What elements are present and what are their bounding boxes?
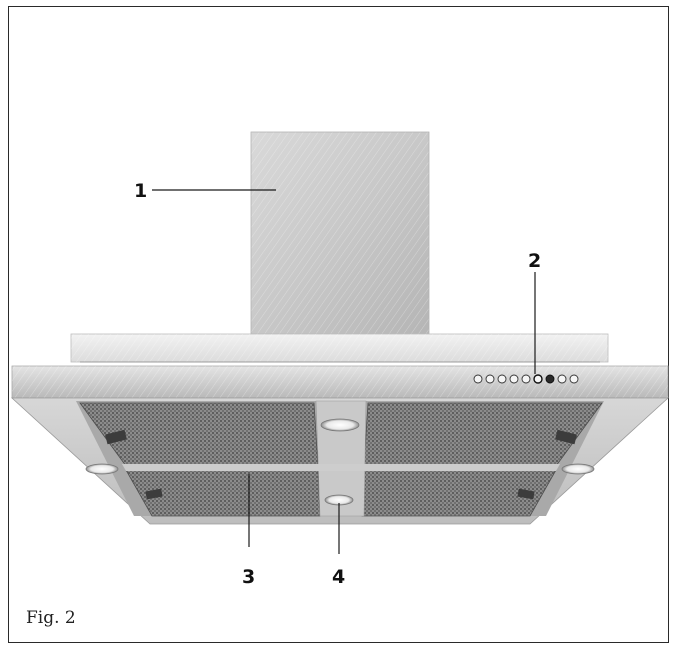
control-button-7[interactable] xyxy=(545,374,555,384)
leader-lines xyxy=(152,189,536,554)
control-button-5[interactable] xyxy=(521,374,531,384)
control-button-6[interactable] xyxy=(533,374,543,384)
lamp-icon xyxy=(85,463,119,475)
lamp-icon xyxy=(561,463,595,475)
filter-handle-icon xyxy=(555,429,577,445)
figure-caption: Fig. 2 xyxy=(26,608,76,628)
callout-label-4: 4 xyxy=(332,566,345,588)
filter-handle-icon xyxy=(105,429,127,445)
filter-handle-icon xyxy=(145,488,163,500)
figure-frame xyxy=(8,6,669,643)
callout-label-3: 3 xyxy=(242,566,255,588)
control-button-9[interactable] xyxy=(569,374,579,384)
chimney xyxy=(250,131,430,335)
control-button-2[interactable] xyxy=(485,374,495,384)
lamps xyxy=(85,418,595,506)
control-button-3[interactable] xyxy=(497,374,507,384)
control-panel xyxy=(473,374,579,384)
grease-filters xyxy=(79,400,603,517)
canopy-upper xyxy=(70,333,609,363)
callout-label-2: 2 xyxy=(528,250,541,272)
control-button-1[interactable] xyxy=(473,374,483,384)
lamp-icon xyxy=(320,418,360,432)
callout-label-1: 1 xyxy=(134,180,147,202)
control-button-4[interactable] xyxy=(509,374,519,384)
control-button-8[interactable] xyxy=(557,374,567,384)
filter-handle-icon xyxy=(517,488,535,500)
canopy-skirt xyxy=(11,361,669,399)
